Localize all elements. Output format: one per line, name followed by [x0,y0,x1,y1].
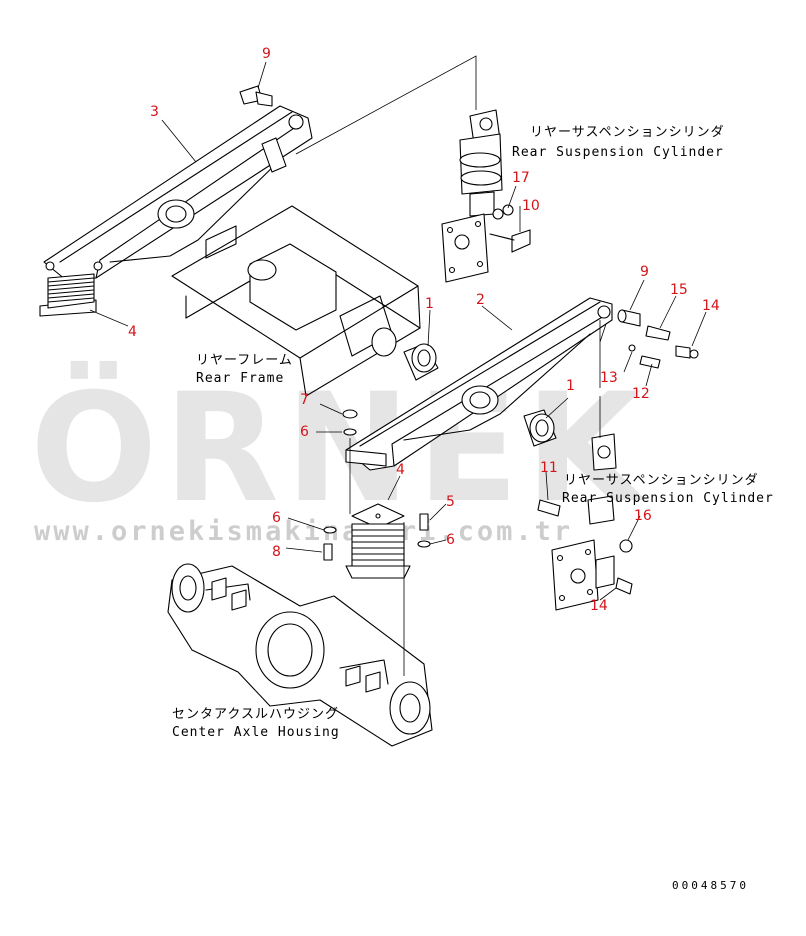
callout-17: 17 [512,170,530,186]
suspension-arm-3 [43,105,313,281]
pin-11 [537,499,561,517]
callout-4-center: 4 [396,462,405,478]
label-cylinder-top-en: Rear Suspension Cylinder [512,145,724,160]
callout-2: 2 [476,292,485,308]
axle-center-bowl [255,611,325,689]
bolt-12 [639,355,661,369]
callout-11: 11 [540,460,558,476]
grease-fitting-14-lower [615,577,633,595]
callout-14-right: 14 [702,298,720,314]
nut-7 [342,409,358,419]
labels: リヤーサスペンションシリンダ Rear Suspension Cylinder … [172,125,774,892]
leader-lines [89,61,707,601]
rear-suspension-cylinder-lower [537,433,633,611]
fasteners-center [323,409,431,561]
bushing-1-lower [523,409,557,447]
callout-6-right: 6 [446,532,455,548]
pin-9-right [617,309,641,327]
suspension-arm-2 [345,297,613,471]
arm-3-clevis [261,137,287,173]
axle-right-flange [389,681,431,735]
callout-9-right: 9 [640,264,649,280]
callout-12: 12 [632,386,650,402]
frame-bracket [205,225,237,259]
rubber-mount-4-left [39,273,97,317]
bolt-5 [419,513,429,531]
washer-6-top [343,428,357,436]
label-rear-frame-jp: リヤーフレーム [196,353,293,368]
frame-side-rail [185,251,421,397]
pin-9-top [239,85,273,107]
washer-6-right [417,540,431,548]
pin-10 [511,229,531,253]
washer-6-left [323,526,337,534]
label-cylinder-right-en: Rear Suspension Cylinder [562,491,774,506]
cyl-upper-rod [469,191,495,217]
rear-suspension-cylinder-upper [441,109,531,283]
callout-6-left: 6 [272,510,281,526]
washer-16 [619,539,633,553]
axle-left-flange [171,563,205,613]
pin-15 [645,325,671,341]
callout-9-top: 9 [262,46,271,62]
axle-mount-pads-right [345,665,381,693]
label-rear-frame-en: Rear Frame [196,371,284,386]
label-axle-en: Center Axle Housing [172,725,340,740]
watermark-url: www.ornekismakinalari.com.tr [34,516,573,547]
label-cylinder-top-jp: リヤーサスペンションシリンダ [530,125,725,140]
callout-15: 15 [670,282,688,298]
bushing-1-upper [403,343,439,381]
watermark: ÖRNEK www.ornekismakinalari.com.tr [30,360,641,547]
callouts: 9 3 4 1 2 1 17 10 9 15 14 13 12 7 6 4 11… [128,46,720,614]
center-axle-housing [167,563,433,747]
callout-13: 13 [600,370,618,386]
callout-1-upper: 1 [425,296,434,312]
rear-frame [171,205,421,397]
callout-14-lower: 14 [590,598,608,614]
centerlines [295,55,601,676]
washer-17 [492,208,504,220]
callout-1-lower: 1 [566,378,575,394]
rubber-mount-4-center [345,503,411,579]
arm-2-bushing-bore [461,385,499,415]
callout-5: 5 [446,494,455,510]
callout-8: 8 [272,544,281,560]
axle-mount-pads-left [211,577,247,611]
callout-16: 16 [634,508,652,524]
label-axle-jp: センタアクスルハウジング [172,707,339,722]
grease-fitting-14-right [675,345,699,359]
washer-13 [628,344,636,352]
frame-pivot-tube [249,243,337,331]
callout-3: 3 [150,104,159,120]
callout-6-top: 6 [300,424,309,440]
arm-2-body [345,297,613,471]
callout-10: 10 [522,198,540,214]
arm-3-bushing-bore [157,199,195,229]
bolt-8 [323,543,333,561]
label-cylinder-right-jp: リヤーサスペンションシリンダ [564,473,759,488]
callout-7: 7 [300,392,309,408]
callout-4-left: 4 [128,324,137,340]
drawing-code: 00048570 [672,879,749,892]
